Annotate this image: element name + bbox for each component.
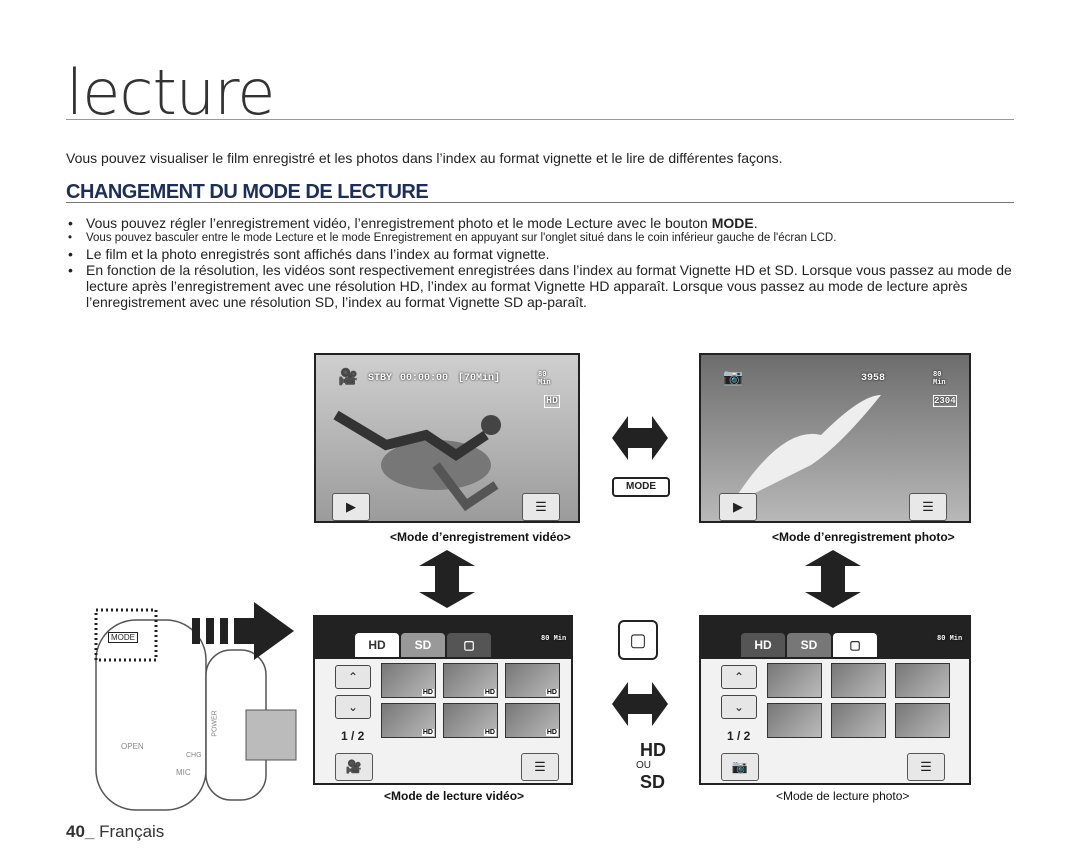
thumbnail[interactable]: HD bbox=[505, 663, 560, 698]
remaining-text: [70Min] bbox=[458, 373, 501, 384]
thumbnail[interactable] bbox=[767, 703, 822, 738]
footer-language: Français bbox=[99, 822, 165, 841]
tab-sd[interactable]: SD bbox=[787, 633, 831, 657]
bullet-item: Le film et la photo enregistrés sont aff… bbox=[66, 246, 1014, 262]
thumbnail[interactable] bbox=[767, 663, 822, 698]
right-arrow-icon bbox=[192, 602, 294, 660]
sd-label: SD bbox=[640, 772, 666, 792]
menu-button[interactable]: ☰ bbox=[521, 753, 559, 781]
chg-label: CHG bbox=[186, 752, 202, 759]
menu-button[interactable]: ☰ bbox=[907, 753, 945, 781]
hd-label: HD bbox=[640, 740, 666, 760]
scroll-up-button[interactable]: ⌃ bbox=[721, 665, 757, 689]
seagull-photo bbox=[731, 395, 881, 505]
scroll-up-button[interactable]: ⌃ bbox=[335, 665, 371, 689]
photo-play-caption: <Mode de lecture photo> bbox=[776, 789, 910, 803]
hd-icon: HD bbox=[544, 395, 561, 408]
camcorder-icon: 🎥 bbox=[338, 369, 358, 386]
video-play-screen: HD SD ▢ 80 Min ⌃ ⌄ HD HD HD HD HD HD 1 /… bbox=[313, 615, 573, 785]
thumbnail[interactable]: HD bbox=[443, 663, 498, 698]
scroll-down-button[interactable]: ⌄ bbox=[721, 695, 757, 719]
bullet-list: Vous pouvez régler l’enregistrement vidé… bbox=[66, 215, 1014, 310]
tab-photo[interactable]: ▢ bbox=[447, 633, 491, 657]
tab-sd[interactable]: SD bbox=[401, 633, 445, 657]
page-title: lecture bbox=[66, 56, 275, 129]
scroll-down-button[interactable]: ⌄ bbox=[335, 695, 371, 719]
open-label: OPEN bbox=[121, 742, 144, 751]
battery-icon: 80 Min bbox=[933, 371, 946, 387]
footer: 40_ Français bbox=[66, 822, 164, 842]
thumbnail[interactable] bbox=[895, 703, 950, 738]
battery-icon: 80 Min bbox=[937, 635, 963, 643]
thumbnail[interactable] bbox=[831, 703, 886, 738]
photo-play-screen: HD SD ▢ 80 Min ⌃ ⌄ 1 / 2 📷 ☰ bbox=[699, 615, 971, 785]
photo-count: 3958 bbox=[861, 373, 886, 384]
menu-button[interactable]: ☰ bbox=[909, 493, 947, 521]
video-rec-caption: <Mode d’enregistrement vidéo> bbox=[390, 530, 571, 544]
bullet-item: En fonction de la résolution, les vidéos… bbox=[66, 262, 1014, 310]
play-mode-button[interactable]: ▶ bbox=[719, 493, 757, 521]
title-rule bbox=[66, 119, 1014, 120]
time-text: 00:00:00 bbox=[400, 373, 449, 384]
skateboarder-photo bbox=[333, 410, 501, 512]
thumbnail[interactable]: HD bbox=[443, 703, 498, 738]
video-rec-screen: 🎥 STBY 00:00:00 [70Min] 80 Min HD ▶ ☰ bbox=[314, 353, 580, 523]
mic-label: MIC bbox=[176, 768, 191, 777]
tab-photo[interactable]: ▢ bbox=[833, 633, 877, 657]
record-mode-button[interactable]: 📷 bbox=[721, 753, 759, 781]
camcorder-illustration: MODE OPEN MIC CHG POWER bbox=[66, 600, 306, 815]
photo-size-icon: 2304 bbox=[933, 395, 957, 407]
play-mode-button[interactable]: ▶ bbox=[332, 493, 370, 521]
video-play-caption: <Mode de lecture vidéo> bbox=[384, 789, 525, 803]
tab-hd[interactable]: HD bbox=[355, 633, 399, 657]
bullet-item: Vous pouvez régler l’enregistrement vidé… bbox=[66, 215, 1014, 231]
up-down-arrow-icon bbox=[805, 550, 861, 608]
battery-icon: 80 Min bbox=[538, 371, 551, 387]
section-heading: CHANGEMENT DU MODE DE LECTURE bbox=[66, 181, 429, 203]
battery-icon: 80 Min bbox=[541, 635, 567, 643]
thumbnail[interactable]: HD bbox=[381, 703, 436, 738]
up-down-arrow-icon bbox=[419, 550, 475, 608]
thumbnail[interactable]: HD bbox=[381, 663, 436, 698]
photo-rec-screen: 📷 3958 80 Min 2304 ▶ ☰ bbox=[699, 353, 971, 523]
section-rule bbox=[66, 202, 1014, 203]
camera-icon: 📷 bbox=[723, 369, 743, 386]
thumbnail[interactable]: HD bbox=[505, 703, 560, 738]
mode-button[interactable]: MODE bbox=[612, 477, 670, 497]
status-text: STBY bbox=[368, 373, 393, 384]
menu-button[interactable]: ☰ bbox=[522, 493, 560, 521]
thumbnail[interactable] bbox=[831, 663, 886, 698]
photo-rec-caption: <Mode d’enregistrement photo> bbox=[772, 530, 955, 544]
bullet-item: Vous pouvez basculer entre le mode Lectu… bbox=[66, 231, 1014, 246]
page-indicator: 1 / 2 bbox=[727, 729, 751, 743]
mode-switch[interactable]: MODE bbox=[108, 632, 138, 643]
intro-text: Vous pouvez visualiser le film enregistr… bbox=[66, 150, 783, 166]
page-indicator: 1 / 2 bbox=[341, 729, 365, 743]
tab-hd[interactable]: HD bbox=[741, 633, 785, 657]
thumbnail[interactable] bbox=[895, 663, 950, 698]
ou-label: OU bbox=[636, 760, 651, 771]
record-mode-button[interactable]: 🎥 bbox=[335, 753, 373, 781]
double-arrow-icon bbox=[612, 416, 668, 460]
page-number: 40_ bbox=[66, 822, 95, 841]
power-label: POWER bbox=[211, 710, 219, 737]
photo-tab-icon: ▢ bbox=[618, 620, 658, 660]
double-arrow-icon bbox=[612, 682, 668, 726]
